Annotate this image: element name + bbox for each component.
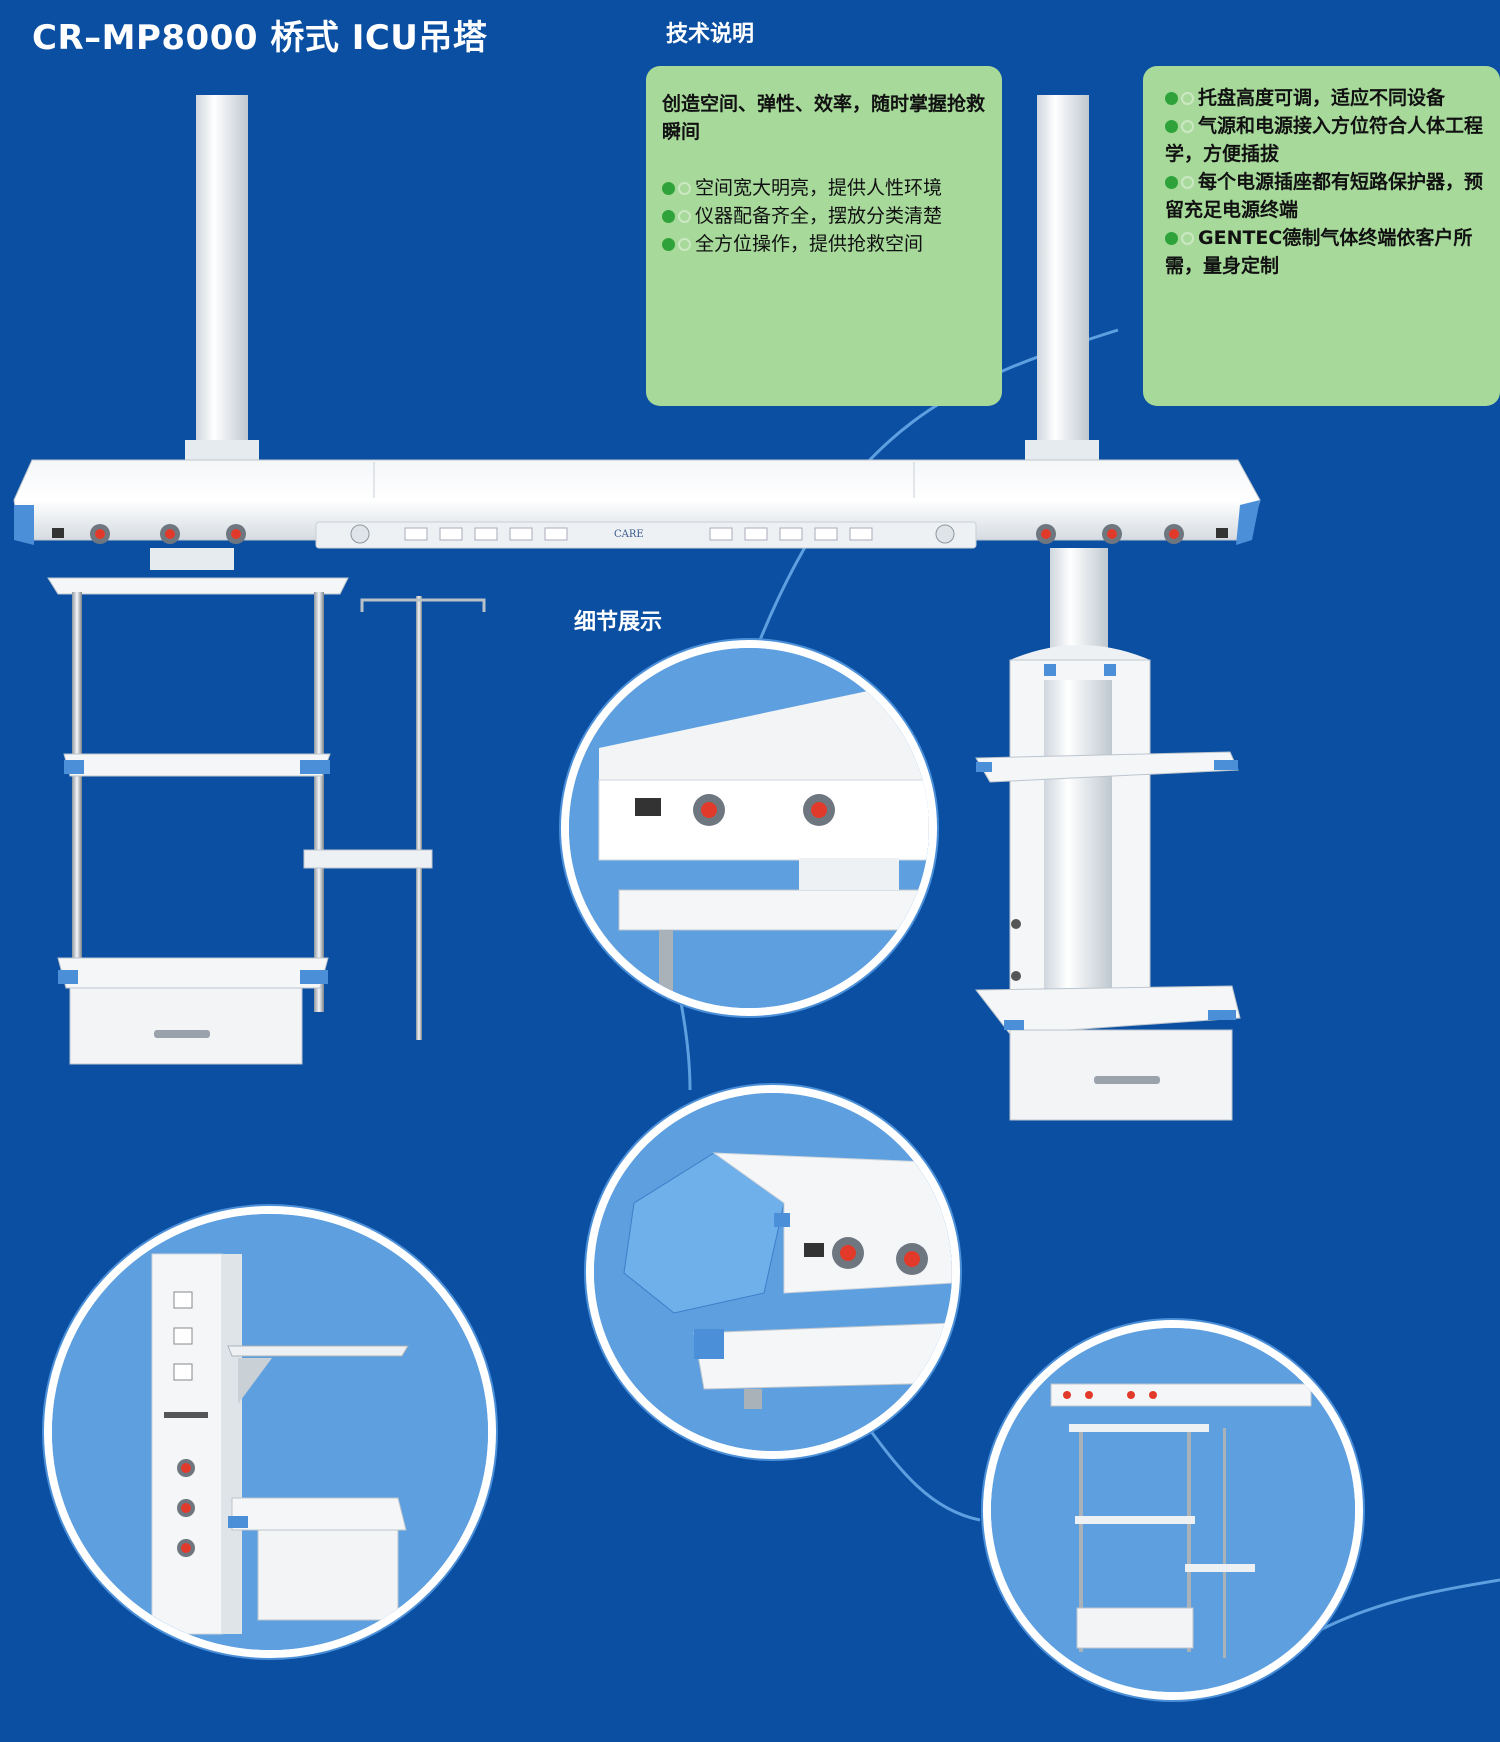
green-dot-icon xyxy=(662,238,675,251)
list-item: 托盘高度可调，适应不同设备 xyxy=(1165,84,1492,112)
left-shelf-unit xyxy=(47,548,349,1065)
icu-pendant-illustration: CARE xyxy=(13,95,1261,1121)
beam-brand-label: CARE xyxy=(614,529,644,540)
green-dot-icon xyxy=(662,182,675,195)
iv-pole xyxy=(303,596,486,1040)
detail-circle-end-cap xyxy=(586,1085,960,1459)
list-item: 全方位操作，提供抢救空间 xyxy=(662,230,988,258)
spec-box-right: 托盘高度可调，适应不同设备 气源和电源接入方位符合人体工程学，方便插拔 每个电源… xyxy=(1143,66,1500,406)
bridge-beam xyxy=(13,459,1261,549)
list-item: 每个电源插座都有短路保护器，预留充足电源终端 xyxy=(1165,171,1484,221)
spec-box-left: 创造空间、弹性、效率，随时掌握抢救瞬间 空间宽大明亮，提供人性环境 仪器配备齐全… xyxy=(646,66,1002,406)
power-socket-icon xyxy=(173,1291,193,1381)
detail-circle-overview xyxy=(983,1320,1363,1700)
ceiling-pillar-right xyxy=(1025,95,1099,465)
tech-spec-label: 技术说明 xyxy=(666,22,755,47)
page-title: CR–MP8000 桥式 ICU吊塔 xyxy=(32,18,488,58)
detail-label: 细节展示 xyxy=(574,610,663,635)
gas-outlet-icon xyxy=(177,1459,195,1557)
green-dot-icon xyxy=(1165,176,1178,189)
right-pendant-column xyxy=(974,548,1241,1121)
list-item: 仪器配备齐全，摆放分类清楚 xyxy=(662,202,988,230)
detail-circle-column-sockets xyxy=(44,1206,496,1658)
ceiling-pillar-left xyxy=(185,95,259,465)
green-dot-icon xyxy=(1165,232,1178,245)
ring-icon xyxy=(1181,232,1194,245)
green-dot-icon xyxy=(1165,120,1178,133)
ring-icon xyxy=(678,210,691,223)
ring-icon xyxy=(1181,120,1194,133)
ring-icon xyxy=(678,182,691,195)
list-item: 气源和电源接入方位符合人体工程学，方便插拔 xyxy=(1165,115,1484,165)
green-dot-icon xyxy=(662,210,675,223)
list-item: 空间宽大明亮，提供人性环境 xyxy=(662,174,988,202)
list-item: GENTEC德制气体终端依客户所需，量身定制 xyxy=(1165,227,1473,277)
power-socket-icon xyxy=(52,524,1228,544)
green-dot-icon xyxy=(1165,92,1178,105)
gas-outlet-icon xyxy=(90,524,1184,544)
ring-icon xyxy=(1181,92,1194,105)
ring-icon xyxy=(1181,176,1194,189)
detail-circle-beam-outlets xyxy=(561,640,937,1016)
ring-icon xyxy=(678,238,691,251)
spec-box-heading: 创造空间、弹性、效率，随时掌握抢救瞬间 xyxy=(662,93,986,143)
